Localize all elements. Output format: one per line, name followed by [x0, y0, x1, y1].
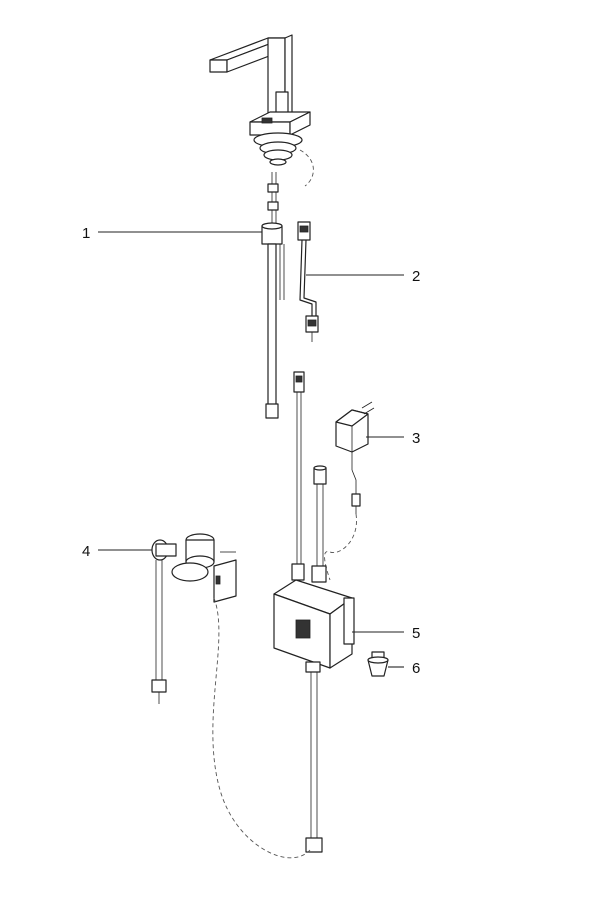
callout-number: 2	[412, 268, 420, 285]
callout-number: 3	[412, 430, 420, 447]
connection-cable	[293, 371, 305, 565]
callout-3: 3	[366, 430, 420, 447]
callout-number: 4	[82, 543, 90, 560]
callout-2: 2	[306, 268, 420, 285]
power-adapter-part-3	[335, 401, 375, 514]
angle-valve-part-4	[151, 533, 237, 704]
callout-number: 1	[82, 225, 90, 242]
callout-number: 5	[412, 625, 420, 642]
sensor-cable-part-2	[297, 149, 319, 342]
hose-fitting	[313, 465, 327, 568]
callout-6: 6	[388, 660, 420, 677]
mounting-shank-part-1	[261, 172, 285, 419]
callout-number: 6	[412, 660, 420, 677]
callout-5: 5	[352, 625, 420, 642]
filter-plug-part-6	[367, 651, 389, 677]
callout-1: 1	[82, 225, 262, 242]
faucet-spout	[209, 34, 311, 166]
callout-4: 4	[82, 543, 152, 560]
control-box-part-5	[273, 563, 355, 853]
